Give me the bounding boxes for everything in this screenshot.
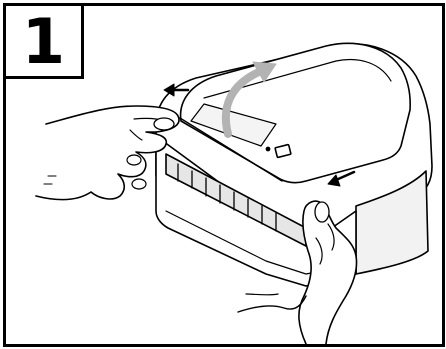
step-number: 1 (22, 11, 65, 73)
instruction-panel: 1 (3, 3, 445, 347)
step-number-box: 1 (6, 6, 84, 79)
